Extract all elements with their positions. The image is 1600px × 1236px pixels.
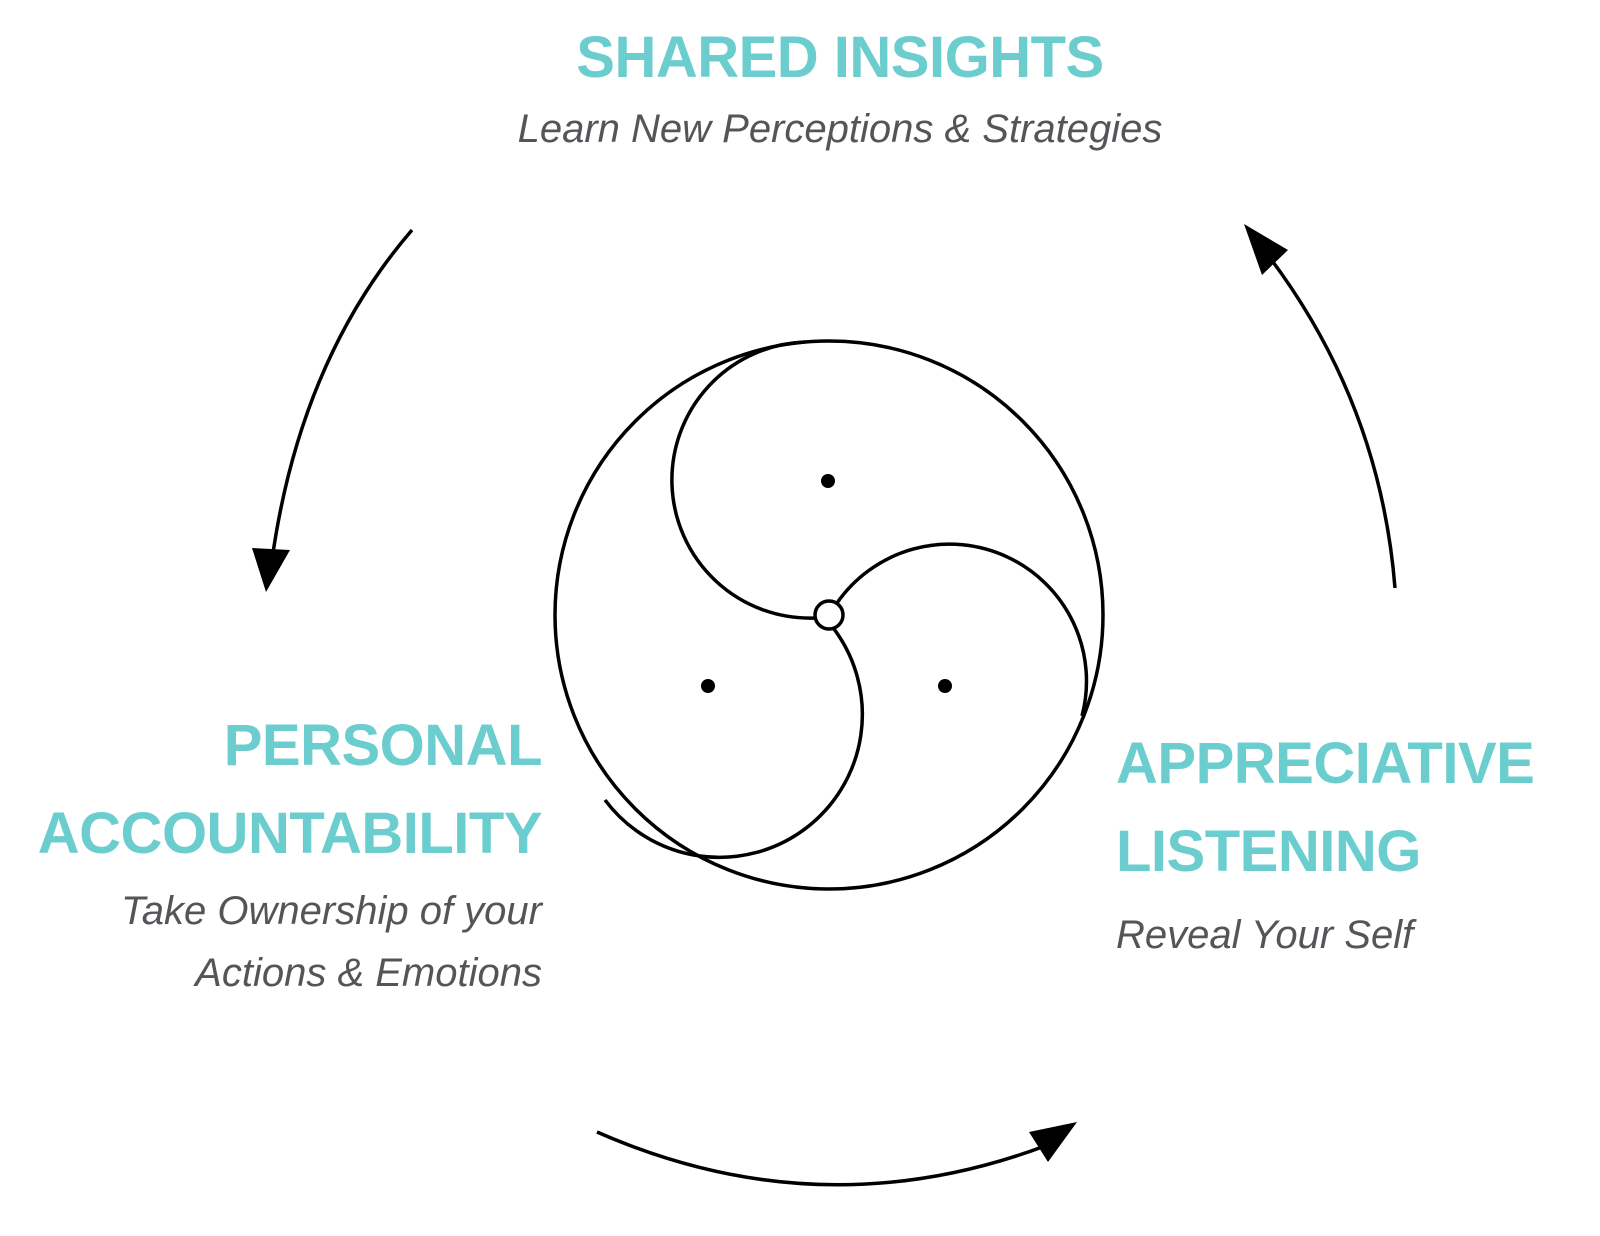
personal-accountability-title-line1: PERSONAL xyxy=(223,713,543,778)
personal-accountability-title-line2: ACCOUNTABILITY xyxy=(37,801,543,866)
lobe-left xyxy=(603,627,865,860)
appreciative-listening-title-line2: LISTENING xyxy=(1116,819,1421,884)
appreciative-listening-subtitle: Reveal Your Self xyxy=(1116,913,1414,957)
shared-insights-subtitle: Learn New Perceptions & Strategies xyxy=(517,107,1163,151)
arrow-personal-to-appreciative xyxy=(596,1122,1077,1187)
personal-accountability-subtitle-line1: Take Ownership of your xyxy=(121,889,542,933)
dot-right xyxy=(938,679,952,693)
arrowhead-icon xyxy=(252,548,290,592)
lobe-right xyxy=(835,542,1089,717)
arrow-appreciative-to-shared xyxy=(1244,224,1397,589)
dot-top xyxy=(821,474,835,488)
appreciative-listening-title-line1: APPRECIATIVE xyxy=(1116,731,1535,796)
arrowhead-icon xyxy=(1244,224,1288,275)
arrow-shared-to-personal xyxy=(252,228,414,592)
shared-insights-title: SHARED INSIGHTS xyxy=(576,25,1104,90)
dot-left xyxy=(701,679,715,693)
lobe-top xyxy=(670,340,816,620)
triskelion-icon xyxy=(553,339,1105,891)
center-hub xyxy=(813,599,845,631)
arrowhead-icon xyxy=(1029,1122,1077,1162)
personal-accountability-subtitle-line2: Actions & Emotions xyxy=(195,951,542,995)
outer-circle xyxy=(553,339,1105,891)
